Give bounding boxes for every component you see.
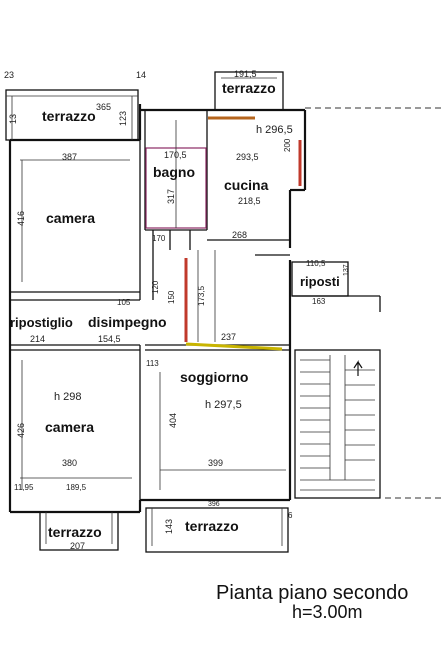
room-label-cucina: cucina [224, 177, 269, 193]
dim-label: 380 [62, 458, 77, 468]
dim-label: 399 [208, 458, 223, 468]
height-cucina: h 296,5 [256, 124, 293, 136]
dim-label: 214 [30, 334, 45, 344]
room-label-riposti: riposti [300, 274, 340, 289]
room-label-terrazzo-bottom-left: terrazzo [48, 524, 102, 540]
dim-label: 120 [151, 280, 160, 294]
dim-label: 387 [62, 152, 77, 162]
dim-label: 154,5 [98, 334, 121, 344]
stairs [294, 349, 381, 499]
room-label-terrazzo-top-left: terrazzo [42, 108, 96, 124]
dim-label: 170,5 [164, 150, 187, 160]
dim-label: 293,5 [236, 152, 259, 162]
dim-label: 426 [16, 423, 26, 438]
dim-label: 150 [167, 290, 176, 304]
dim-label: 123 [118, 111, 128, 126]
dim-label: 143 [164, 519, 174, 534]
storage-right [291, 261, 381, 312]
room-label-bagno: bagno [153, 164, 195, 180]
dim-label: 163 [312, 297, 326, 306]
dim-label: 137 [343, 264, 350, 276]
room-label-disimpegno: disimpegno [88, 314, 167, 330]
terrace-bottom-right [145, 507, 289, 553]
dim-label: 110,5 [306, 259, 326, 268]
dim-label: 207 [70, 541, 85, 551]
dim-label: 191,5 [234, 69, 257, 79]
dim-label: 200 [283, 138, 292, 152]
dim-label: 6 [288, 511, 293, 520]
dim-label: 14 [136, 70, 146, 80]
room-label-camera-bottom: camera [45, 419, 94, 435]
plan-height: h=3.00m [292, 602, 363, 622]
room-label-terrazzo-bottom-right: terrazzo [185, 518, 239, 534]
interior-walls [10, 110, 290, 500]
dim-label: 173,5 [197, 285, 206, 306]
dimension-lines [20, 120, 286, 490]
dim-label: 416 [16, 211, 26, 226]
dim-label: 404 [168, 413, 178, 428]
room-label-ripostiglio: ripostiglio [10, 315, 73, 330]
dim-label: 317 [166, 189, 176, 204]
dim-label: 23 [4, 70, 14, 80]
dim-label: 113 [146, 359, 159, 368]
room-label-camera-top: camera [46, 210, 95, 226]
room-label-terrazzo-top-right: terrazzo [222, 80, 276, 96]
dim-label: 237 [221, 332, 236, 342]
plan-title: Pianta piano secondo [216, 582, 408, 604]
boundary-lines [305, 107, 445, 499]
dim-label: 105 [117, 298, 131, 307]
dim-label: 268 [232, 230, 247, 240]
dim-label: 170 [152, 234, 166, 243]
dim-label: 11,95 [14, 483, 34, 492]
terrace-top-left [5, 89, 139, 141]
dim-label: 396 [208, 501, 220, 508]
height-camera-bottom: h 298 [54, 391, 82, 403]
height-soggiorno: h 297,5 [205, 399, 242, 411]
dim-label: 189,5 [66, 483, 87, 492]
dim-label: 365 [96, 102, 111, 112]
room-label-soggiorno: soggiorno [180, 369, 248, 385]
dim-label: 13 [8, 114, 18, 124]
terrace-top-right [214, 71, 284, 111]
dim-label: 218,5 [238, 196, 261, 206]
terrace-bottom-left [39, 511, 119, 551]
